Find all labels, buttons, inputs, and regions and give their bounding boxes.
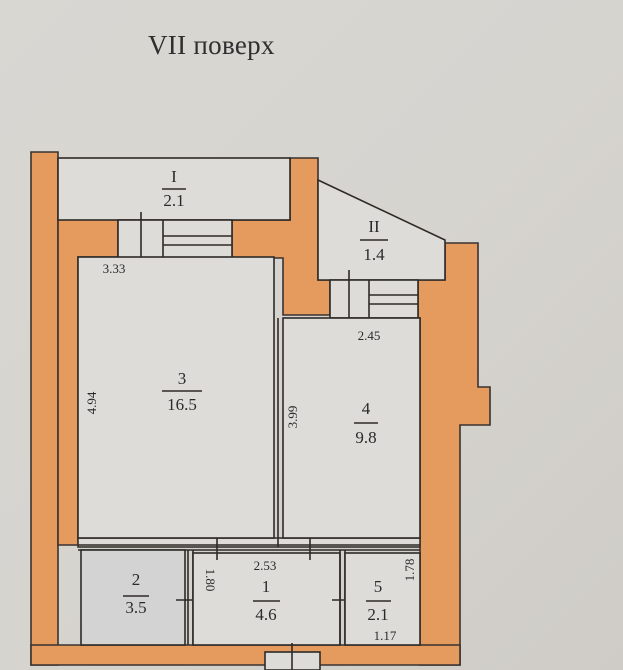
- room-I-number: I: [171, 167, 177, 186]
- dim-1-17: 1.17: [374, 628, 397, 643]
- dim-1-78: 1.78: [402, 559, 417, 582]
- room-1: 1 4.6 2.53 1.80: [192, 538, 341, 646]
- room-balcony-II: II 1.4: [317, 178, 446, 281]
- dim-3-99: 3.99: [285, 406, 300, 429]
- room-1-area: 4.6: [255, 605, 276, 624]
- floor-title: VII поверх: [148, 30, 275, 60]
- doorway-balcony-I: [117, 212, 233, 269]
- room-1-number: 1: [262, 577, 271, 596]
- entrance-door: [264, 643, 321, 670]
- dim-2-53: 2.53: [254, 558, 277, 573]
- room-2-area: 3.5: [125, 598, 146, 617]
- room-I-area: 2.1: [163, 191, 184, 210]
- room-II-number: II: [368, 217, 380, 236]
- room-3: 3 16.5 4.94 3.33: [77, 256, 275, 539]
- room-2: 2 3.5: [80, 549, 198, 646]
- room-3-number: 3: [178, 369, 187, 388]
- room-4-number: 4: [362, 399, 371, 418]
- room-5: 5 2.1 1.78 1.17: [332, 550, 421, 646]
- doorway-balcony-II: [329, 270, 419, 326]
- dim-2-45: 2.45: [358, 328, 381, 343]
- room-4: 4 9.8 3.99 2.45: [282, 317, 421, 539]
- walls: [30, 151, 491, 666]
- dim-4-94: 4.94: [84, 391, 99, 414]
- room-2-number: 2: [132, 570, 141, 589]
- room-5-number: 5: [374, 577, 383, 596]
- dim-1-80: 1.80: [203, 569, 218, 592]
- room-balcony-I: I 2.1: [57, 157, 291, 221]
- room-II-area: 1.4: [363, 245, 385, 264]
- room-4-area: 9.8: [355, 428, 376, 447]
- room-5-area: 2.1: [367, 605, 388, 624]
- room-3-area: 16.5: [167, 395, 197, 414]
- dim-3-33: 3.33: [103, 261, 126, 276]
